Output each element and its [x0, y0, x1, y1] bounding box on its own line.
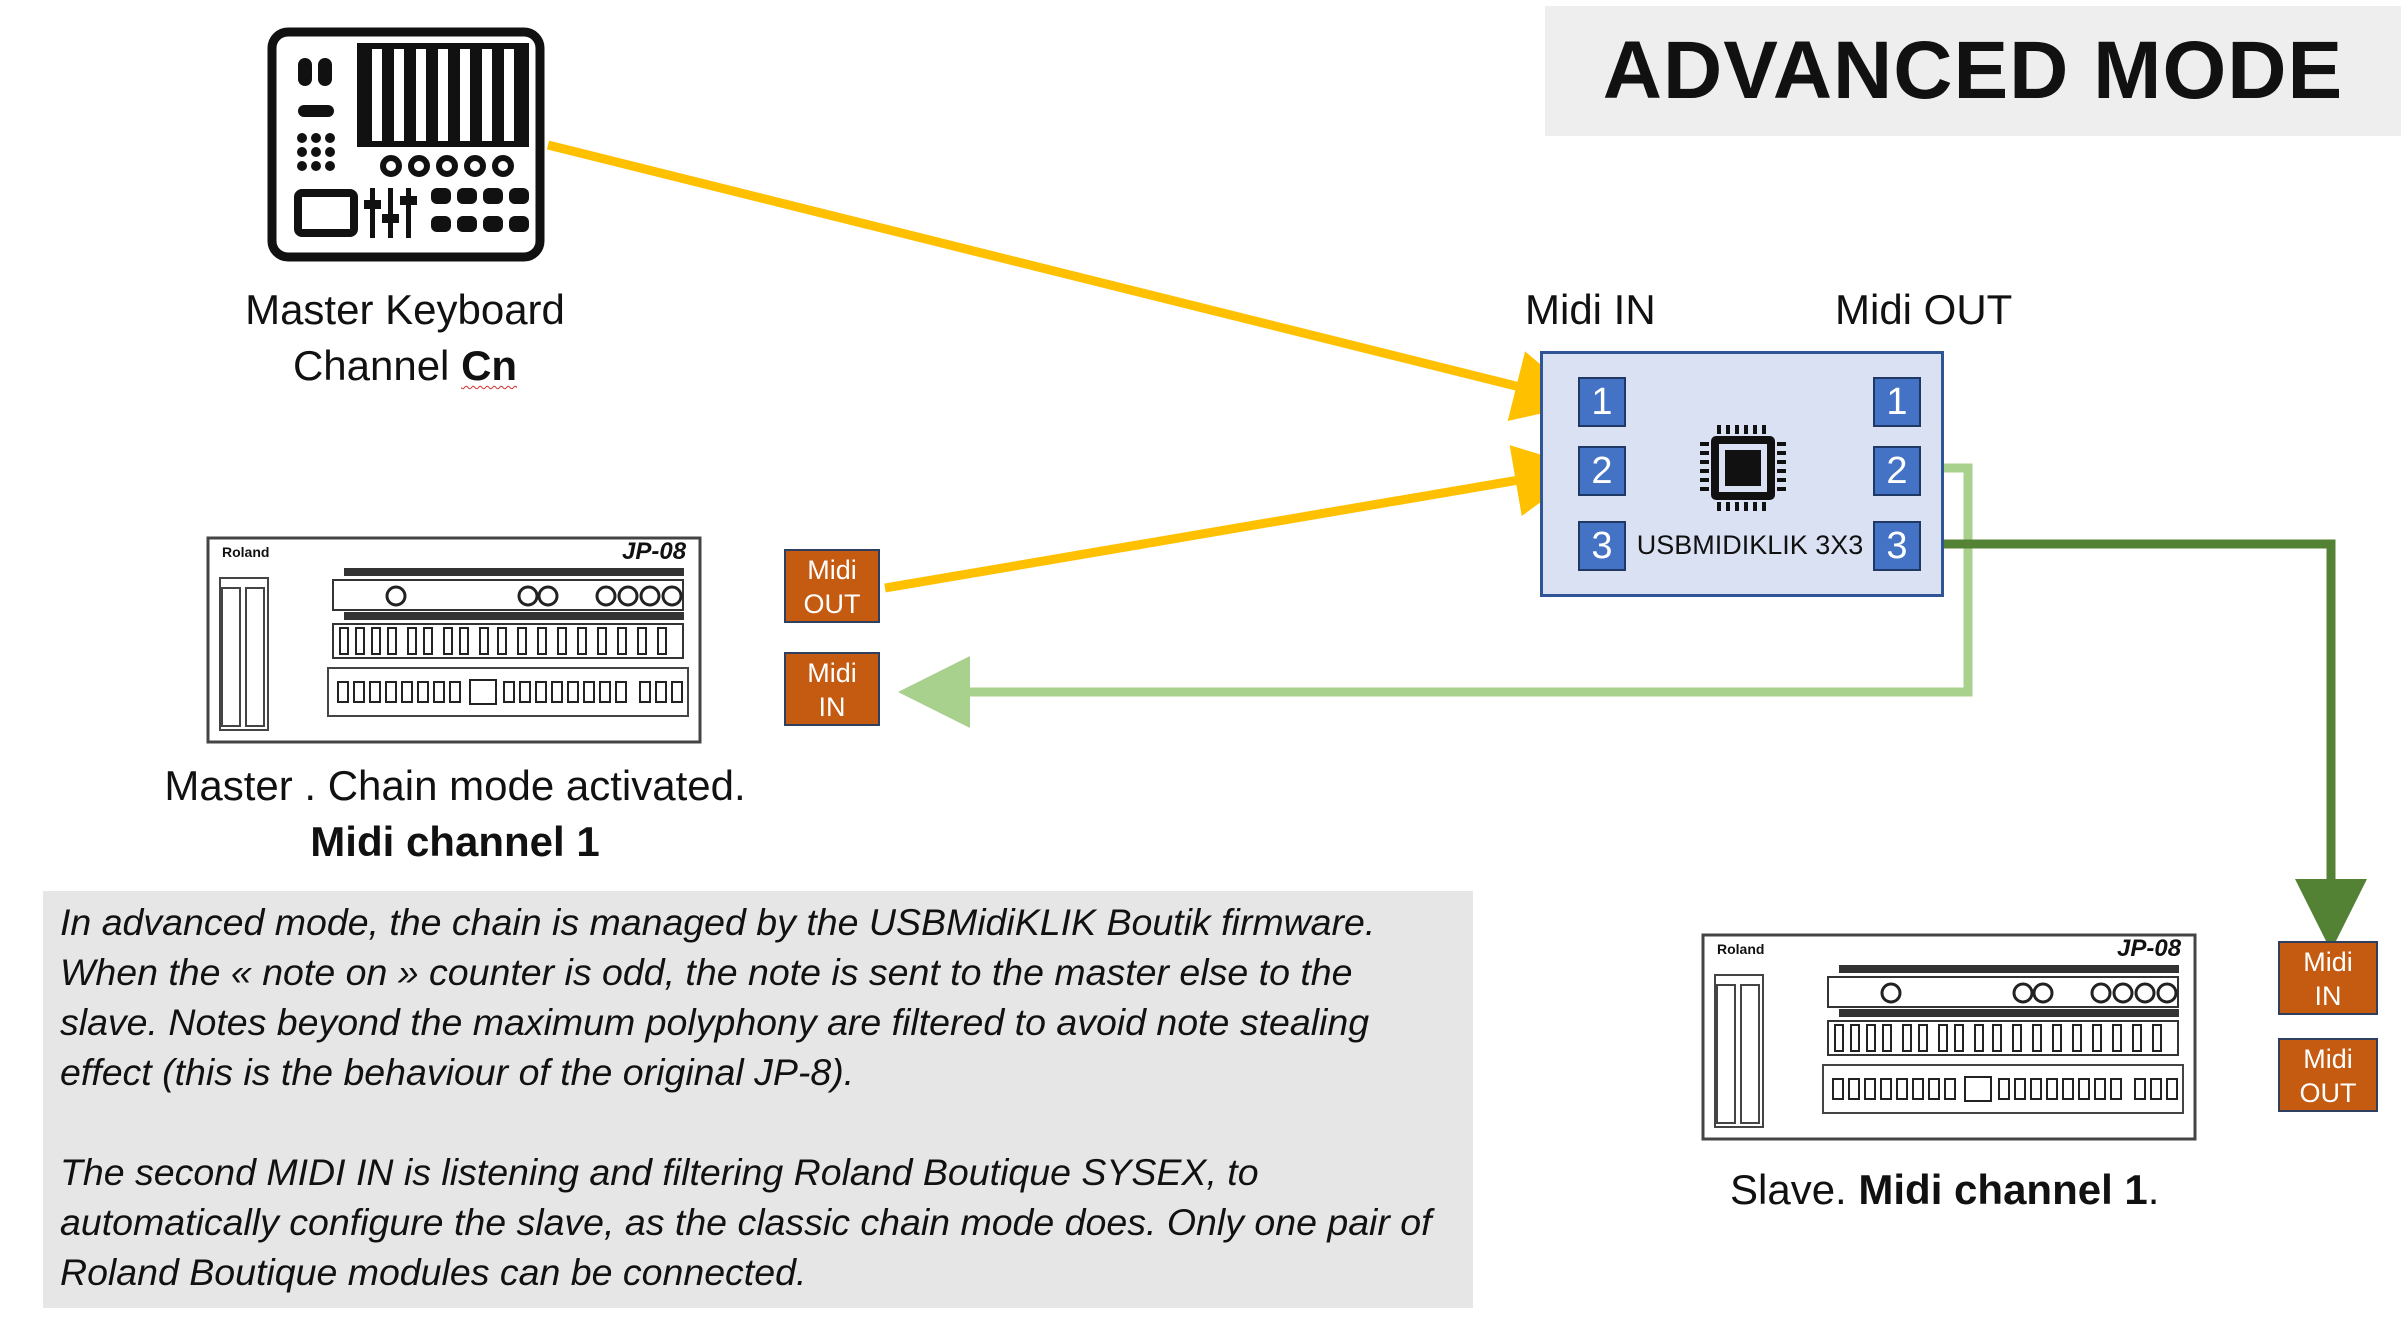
keyboard-controller-icon: [267, 27, 545, 262]
master-caption-line2: Midi channel 1: [310, 818, 600, 865]
master-keyboard-label: Master Keyboard Channel Cn: [205, 282, 605, 394]
slave-synth-illustration: [1701, 933, 2197, 1141]
title-background: [1545, 6, 2401, 136]
master-midi-in-box[interactable]: Midi IN: [784, 652, 880, 726]
master-keyboard-line2: Channel Cn: [292, 342, 518, 389]
midi-in-header: Midi IN: [1525, 286, 1656, 333]
midi-out-port-1[interactable]: 1: [1873, 377, 1921, 427]
slave-midi-out-box[interactable]: Midi OUT: [2278, 1038, 2378, 1112]
note-line-2: When the « note on » counter is odd, the…: [60, 951, 1353, 993]
master-midi-out-box[interactable]: Midi OUT: [784, 549, 880, 623]
note-line-8: Roland Boutique modules can be connected…: [60, 1251, 807, 1293]
arrow-master-out-to-in2: [884, 445, 1587, 593]
midi-in-port-1[interactable]: 1: [1578, 377, 1626, 427]
page-title: ADVANCED MODE: [1602, 25, 2344, 116]
midi-in-port-2[interactable]: 2: [1578, 446, 1626, 496]
note-line-1: In advanced mode, the chain is managed b…: [60, 901, 1376, 943]
slave-caption-channel: Midi channel 1: [1858, 1166, 2148, 1213]
notes-panel: [43, 891, 1473, 1308]
chip-icon: [1700, 425, 1786, 511]
arrow-keyboard-to-in1: [546, 140, 1587, 422]
master-caption-line1: Master . Chain mode activated.: [164, 762, 746, 809]
master-synth-illustration: [206, 536, 702, 744]
slave-synth-model: JP-08: [2117, 935, 2182, 962]
master-synth-caption: Master . Chain mode activated. Midi chan…: [100, 758, 810, 870]
midi-in-port-3[interactable]: 3: [1578, 521, 1626, 571]
master-synth-brand: Roland: [222, 544, 270, 560]
note-line-6: The second MIDI IN is listening and filt…: [60, 1151, 1259, 1193]
note-line-7: automatically configure the slave, as th…: [60, 1201, 1432, 1243]
slave-synth-caption: Slave. Midi channel 1.: [1730, 1166, 2160, 1213]
arrow-out3-to-slave-in: [1918, 539, 2367, 951]
midi-out-port-2[interactable]: 2: [1873, 446, 1921, 496]
midi-out-port-3[interactable]: 3: [1873, 521, 1921, 571]
midi-out-header: Midi OUT: [1835, 286, 2013, 333]
master-keyboard-channel: Cn: [461, 342, 518, 389]
device-name: USBMIDIKLIK 3X3: [1636, 530, 1864, 560]
master-synth-model: JP-08: [622, 538, 687, 565]
note-line-3: slave. Notes beyond the maximum polyphon…: [60, 1001, 1370, 1043]
master-keyboard-line1: Master Keyboard: [245, 286, 565, 333]
slave-synth-brand: Roland: [1717, 941, 1765, 957]
note-line-4: effect (this is the behaviour of the ori…: [60, 1051, 855, 1093]
slave-midi-in-box[interactable]: Midi IN: [2278, 941, 2378, 1015]
